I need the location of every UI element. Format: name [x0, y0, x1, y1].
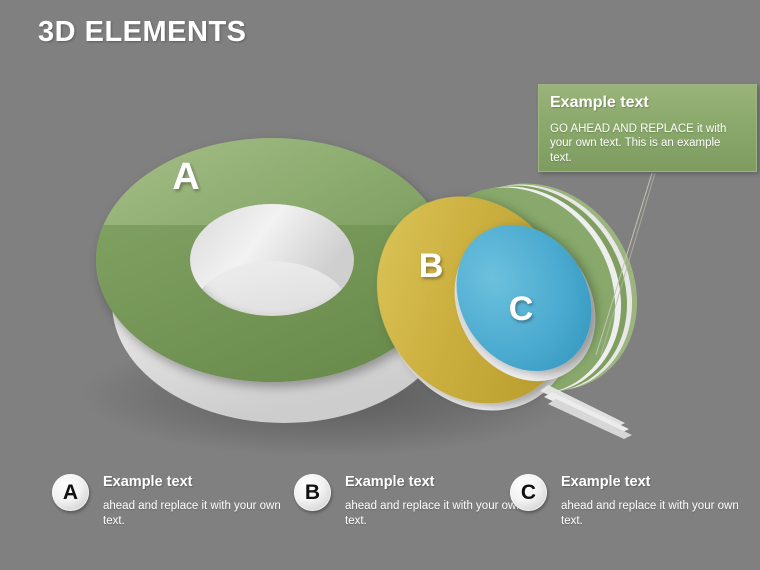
legend-body-a: ahead and replace it with your own text. — [103, 500, 281, 528]
legend-body-b: ahead and replace it with your own text. — [345, 500, 523, 528]
element-a-inner-wall — [190, 204, 354, 289]
element-c-disc: C — [454, 224, 596, 382]
element-c-label: C — [509, 290, 534, 328]
legend-badge-a: A — [52, 474, 89, 511]
legend-title-a: Example text — [103, 474, 193, 490]
legend-item-c[interactable]: C Example text ahead and replace it with… — [510, 474, 742, 549]
legend-item-a[interactable]: A Example text ahead and replace it with… — [52, 474, 284, 549]
callout-box[interactable]: Example text GO AHEAD AND REPLACE it wit… — [538, 84, 757, 172]
legend-text-b: Example text ahead and replace it with y… — [345, 474, 525, 529]
legend-badge-c: C — [510, 474, 547, 511]
legend-body-c: ahead and replace it with your own text. — [561, 500, 739, 528]
callout-body: GO AHEAD AND REPLACE it with your own te… — [550, 122, 727, 165]
legend-title-c: Example text — [561, 474, 651, 490]
legend-text-a: Example text ahead and replace it with y… — [103, 474, 283, 529]
disc-base-slivers — [540, 385, 632, 439]
legend-title-b: Example text — [345, 474, 435, 490]
page-title: 3D ELEMENTS — [38, 16, 247, 48]
element-c-top — [456, 224, 592, 372]
element-a-label: A — [172, 156, 199, 198]
legend-item-b[interactable]: B Example text ahead and replace it with… — [294, 474, 526, 549]
diagram-3d-elements: A B C — [0, 55, 760, 455]
element-a-front-band — [96, 225, 448, 382]
callout-leader-line — [595, 172, 656, 356]
element-b-label: B — [419, 247, 444, 285]
legend-badge-b: B — [294, 474, 331, 511]
legend-text-c: Example text ahead and replace it with y… — [561, 474, 741, 529]
callout-heading: Example text — [550, 94, 649, 111]
element-a-torus: A — [96, 138, 456, 423]
